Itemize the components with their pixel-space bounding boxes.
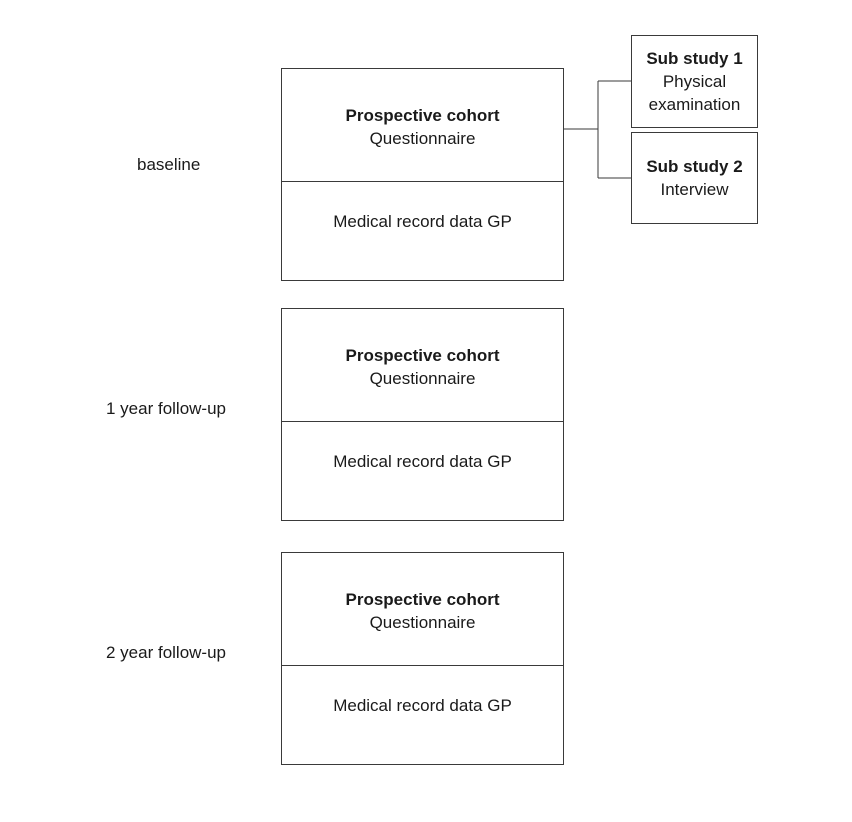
substudy-line: Interview xyxy=(660,180,729,199)
medical-record-label: Medical record data GP xyxy=(333,212,512,231)
cohort-section: Prospective cohort Questionnaire xyxy=(282,309,563,422)
medical-record-section: Medical record data GP xyxy=(282,666,563,764)
cohort-subtitle: Questionnaire xyxy=(369,369,476,388)
substudy-title: Sub study 2 xyxy=(646,157,743,176)
timepoint-label-2-year: 2 year follow-up xyxy=(106,643,227,662)
timepoint-label-baseline: baseline xyxy=(137,155,201,174)
substudy-title: Sub study 1 xyxy=(646,49,743,68)
cohort-subtitle: Questionnaire xyxy=(369,613,476,632)
cohort-section: Prospective cohort Questionnaire xyxy=(282,553,563,666)
phase-box-baseline: Prospective cohort Questionnaire Medical… xyxy=(281,68,564,281)
cohort-subtitle: Questionnaire xyxy=(369,129,476,148)
substudy-line: Physical xyxy=(662,72,727,91)
medical-record-section: Medical record data GP xyxy=(282,422,563,520)
medical-record-label: Medical record data GP xyxy=(333,696,512,715)
medical-record-section: Medical record data GP xyxy=(282,182,563,280)
cohort-title: Prospective cohort xyxy=(345,106,500,125)
phase-box-2-year: Prospective cohort Questionnaire Medical… xyxy=(281,552,564,765)
cohort-title: Prospective cohort xyxy=(345,590,500,609)
substudy-line: examination xyxy=(648,95,741,114)
cohort-title: Prospective cohort xyxy=(345,346,500,365)
substudy-box-1: Sub study 1 Physical examination xyxy=(631,35,758,128)
cohort-section: Prospective cohort Questionnaire xyxy=(282,69,563,182)
phase-box-1-year: Prospective cohort Questionnaire Medical… xyxy=(281,308,564,521)
medical-record-label: Medical record data GP xyxy=(333,452,512,471)
timepoint-label-1-year: 1 year follow-up xyxy=(106,399,227,418)
substudy-box-2: Sub study 2 Interview xyxy=(631,132,758,224)
